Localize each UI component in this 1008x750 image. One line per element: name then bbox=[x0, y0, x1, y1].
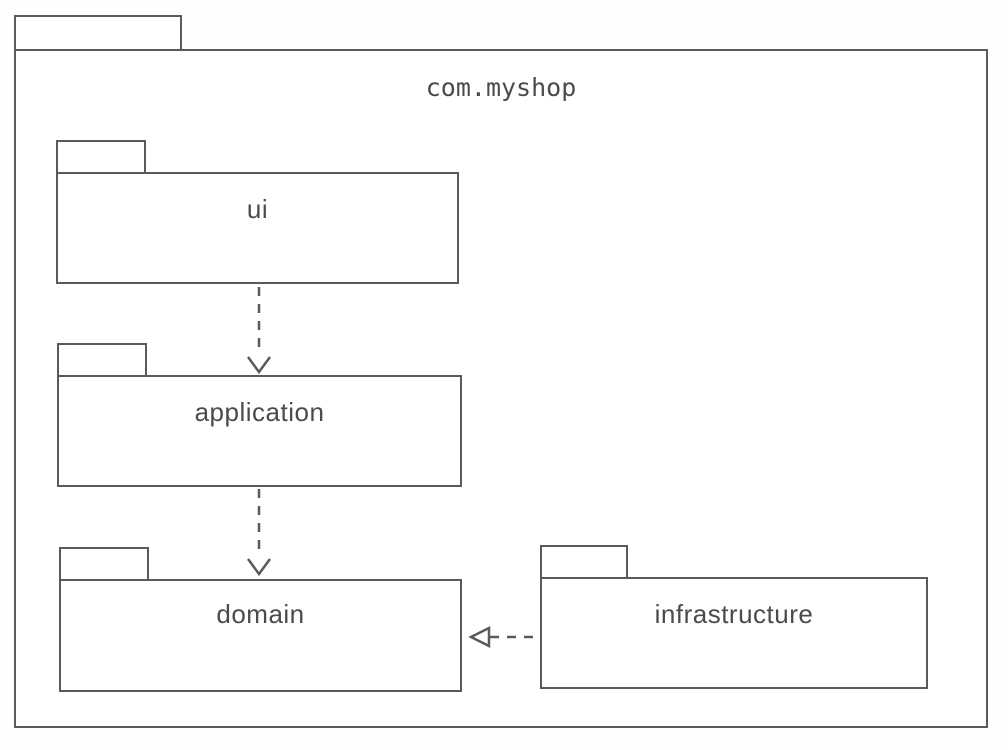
package-application-body: application bbox=[57, 375, 462, 487]
package-ui-body: ui bbox=[56, 172, 459, 284]
package-application-label: application bbox=[194, 397, 325, 427]
package-com-myshop-label: com.myshop bbox=[425, 73, 577, 102]
package-infrastructure-body: infrastructure bbox=[540, 577, 928, 689]
package-domain-tab bbox=[59, 547, 149, 581]
package-domain-label: domain bbox=[216, 599, 305, 629]
package-domain-body: domain bbox=[59, 579, 462, 692]
package-ui-tab bbox=[56, 140, 146, 174]
package-com-myshop-tab bbox=[14, 15, 182, 51]
package-infrastructure-tab bbox=[540, 545, 628, 579]
package-ui-label: ui bbox=[246, 194, 269, 224]
package-infrastructure-label: infrastructure bbox=[654, 599, 814, 629]
package-application-tab bbox=[57, 343, 147, 377]
